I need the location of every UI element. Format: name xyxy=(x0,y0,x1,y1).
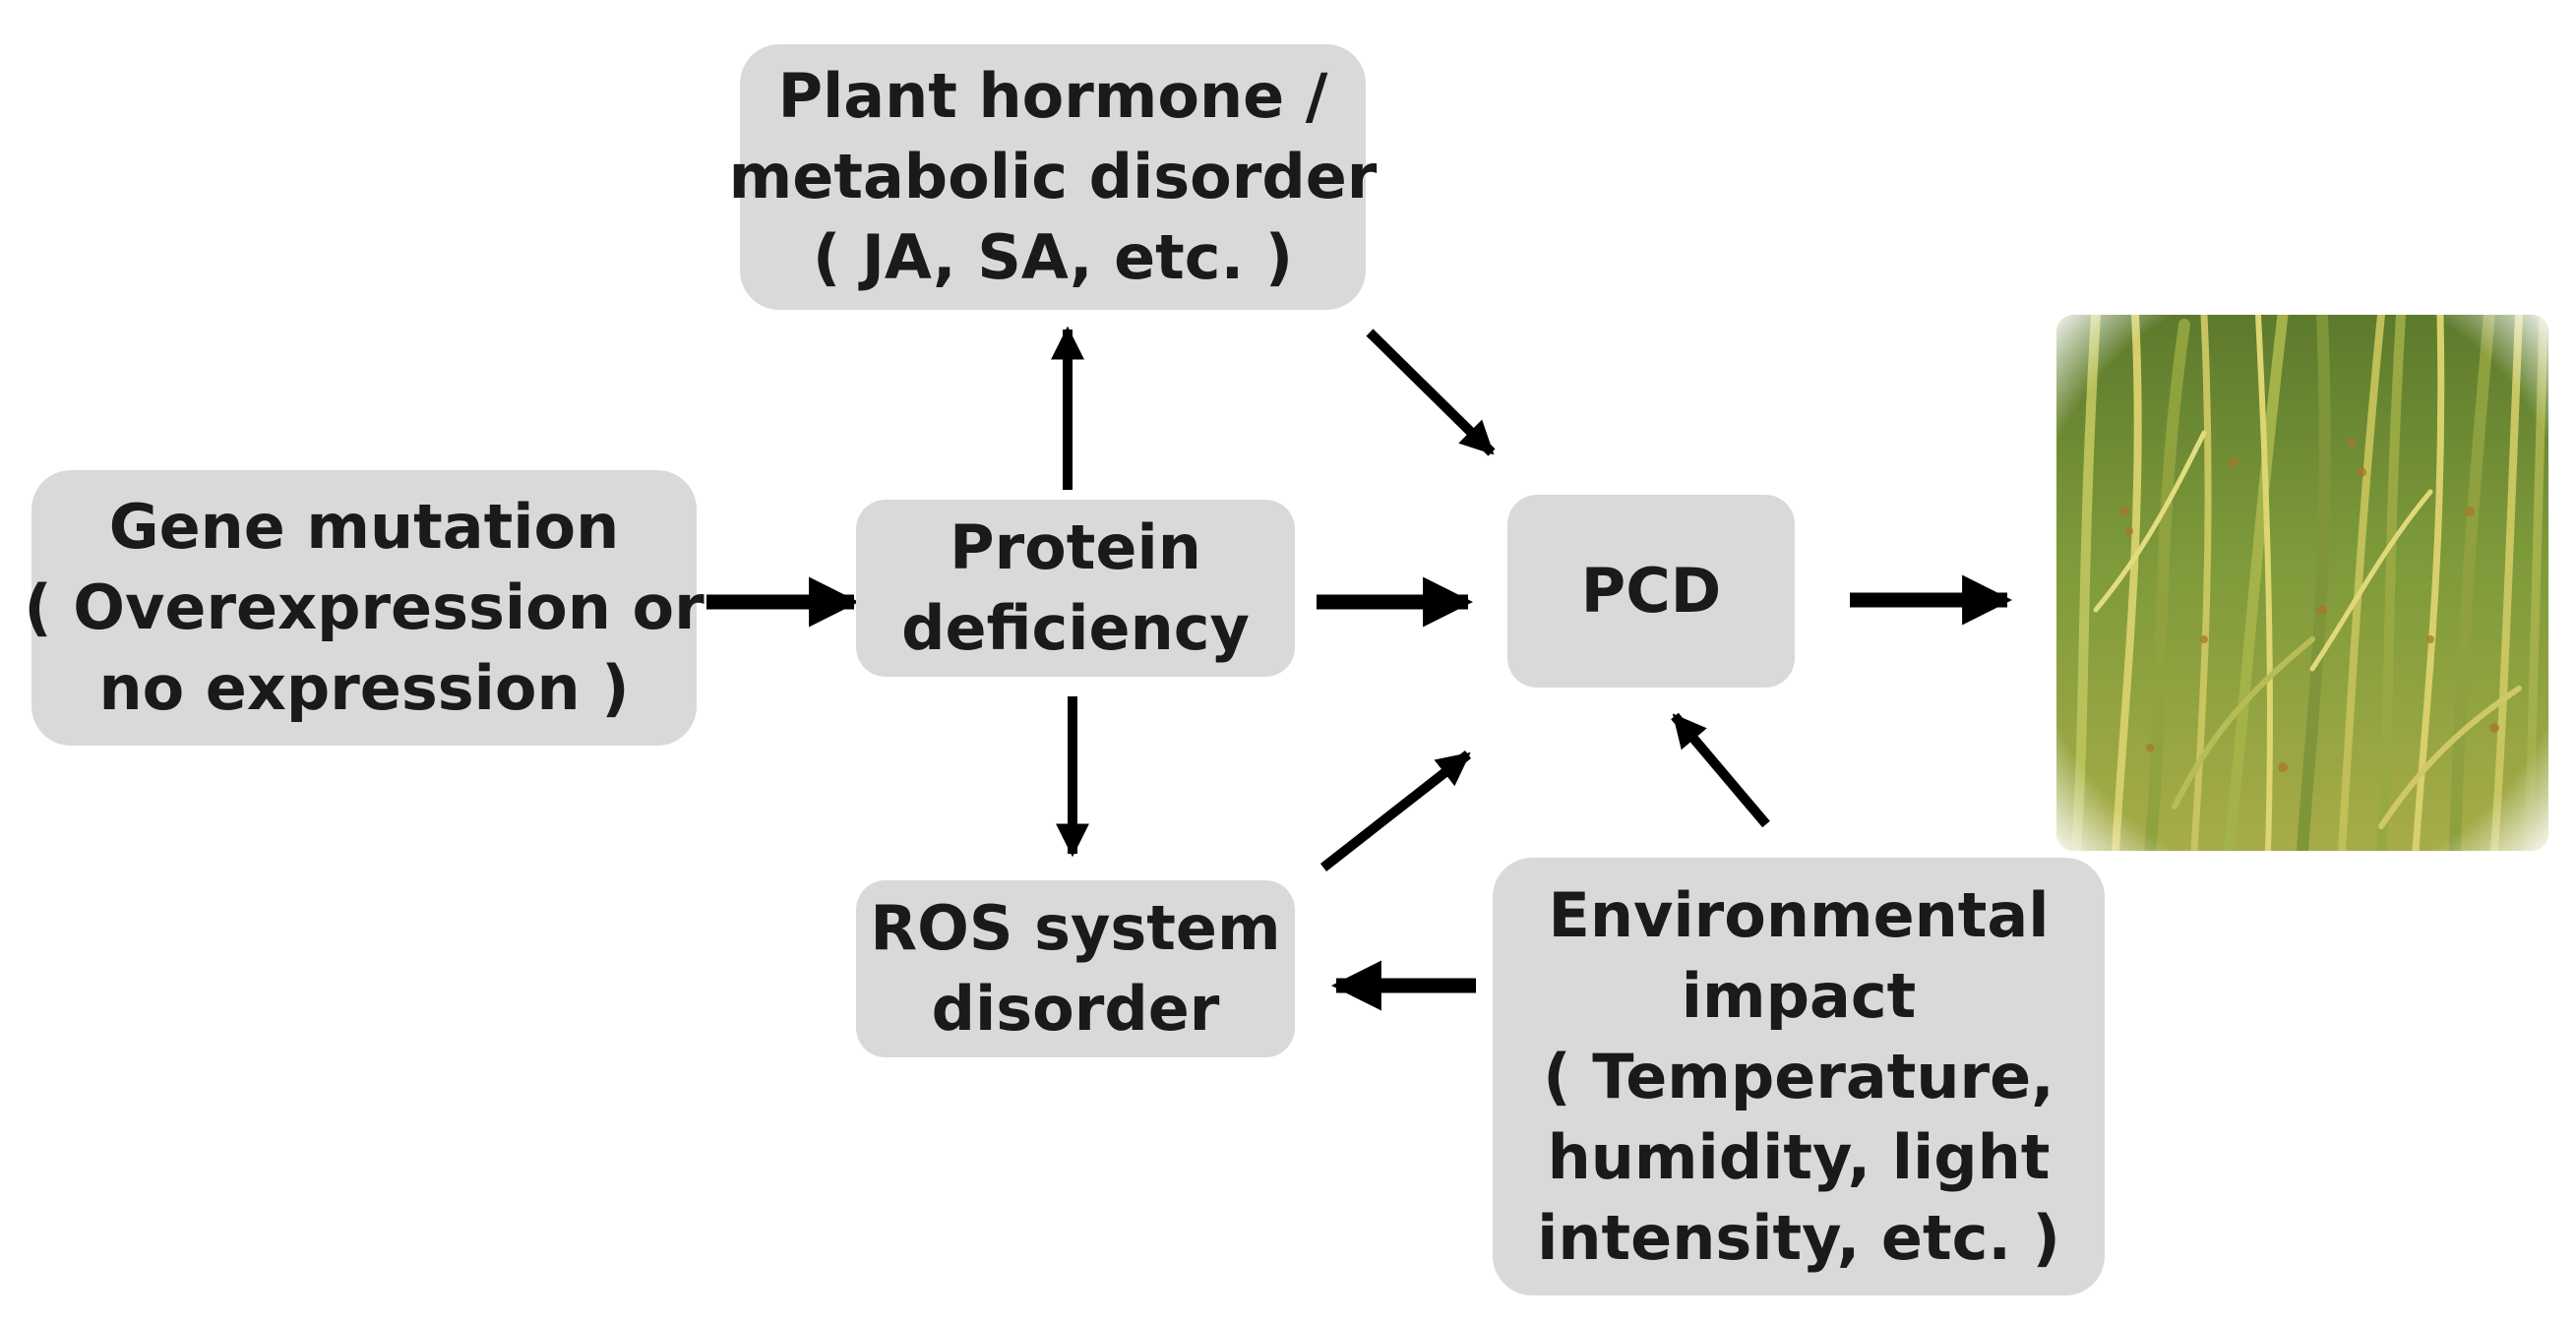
node-text-line: ROS system xyxy=(870,892,1281,964)
node-text-line: Gene mutation xyxy=(108,491,620,563)
arrow-hormone-to-pcd xyxy=(1366,329,1496,456)
node-environmental-impact: Environmental impact ( Temperature, humi… xyxy=(1493,858,2105,1295)
arrow-ros-to-pcd xyxy=(1319,750,1472,871)
node-hormone-disorder: Plant hormone / metabolic disorder ( JA,… xyxy=(729,44,1377,310)
node-text-line: impact xyxy=(1681,959,1917,1032)
node-text-line: intensity, etc. ) xyxy=(1537,1201,2060,1274)
node-text-line: Protein xyxy=(950,511,1201,583)
node-text-line: no expression ) xyxy=(98,652,630,724)
node-ros-disorder: ROS system disorder xyxy=(856,880,1295,1057)
node-text-line: humidity, light xyxy=(1547,1120,2051,1193)
arrow-env-to-pcd xyxy=(1671,712,1770,828)
node-text-line: ( Overexpression or xyxy=(24,571,705,643)
node-text-line: deficiency xyxy=(901,592,1250,664)
node-text-line: disorder xyxy=(931,973,1220,1045)
node-text-line: metabolic disorder xyxy=(728,141,1378,212)
node-text-line: Environmental xyxy=(1548,878,2050,951)
node-gene-mutation: Gene mutation ( Overexpression or no exp… xyxy=(24,470,705,746)
node-protein-deficiency: Protein deficiency xyxy=(856,500,1295,677)
rice-plants-photo xyxy=(2056,315,2548,851)
node-pcd: PCD xyxy=(1507,495,1795,688)
node-text-line: PCD xyxy=(1580,555,1722,627)
node-text-line: Plant hormone / xyxy=(777,60,1328,132)
node-text-line: ( Temperature, xyxy=(1543,1040,2055,1112)
node-text-line: ( JA, SA, etc. ) xyxy=(812,221,1294,293)
